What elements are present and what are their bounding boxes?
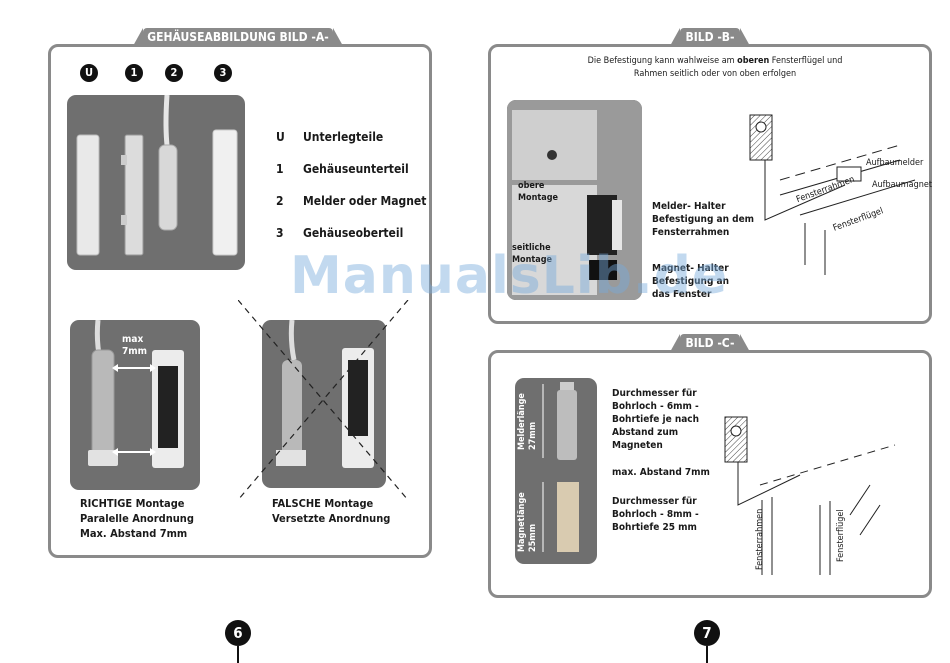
- legend-text-2: Melder oder Magnet: [303, 194, 427, 208]
- wrong-mounting-photo: [262, 320, 386, 488]
- sensor-dimensions-photo: [515, 378, 597, 564]
- melder-halter-label: Melder- Halter Befestigung an dem Fenste…: [652, 201, 755, 238]
- legend-text-u: Unterlegteile: [303, 130, 384, 144]
- page-number-6: 6: [225, 620, 251, 646]
- bild-b-intro-line-2: Rahmen seitlich oder von oben erfolgen: [633, 69, 797, 79]
- correct-caption-line-2: Paralelle Anordnung: [80, 512, 194, 525]
- window-mount-photo: [507, 100, 642, 300]
- bild-b-intro: Die Befestigung kann wahlweise am oberen…: [520, 55, 910, 81]
- wrong-mounting-illustration: [276, 320, 374, 468]
- bild-b-intro-line-1: Die Befestigung kann wahlweise am oberen…: [587, 56, 843, 66]
- magnet-halter-label: Magnet- Halter Befestigung an das Fenste…: [652, 263, 730, 300]
- label-seitliche-montage: seitliche Montage: [512, 243, 553, 265]
- parts-photo: [67, 95, 245, 270]
- wrong-caption-line-1: FALSCHE Montage: [272, 497, 374, 510]
- legend-key-2: 2: [276, 194, 284, 208]
- correct-mounting-illustration: [88, 320, 184, 468]
- window-drawing-b: [749, 114, 916, 275]
- page-number-7: 7: [694, 620, 720, 646]
- legend-key-u: U: [276, 130, 285, 144]
- label-aufbaumelder: Aufbaumelder: [866, 158, 924, 168]
- marker-3: 3: [214, 64, 232, 82]
- melder-bohrloch-text: Durchmesser für Bohrloch - 6mm - Bohrtie…: [612, 388, 700, 451]
- measure-label-max: max: [122, 334, 144, 345]
- wrong-caption-line-2: Versetzte Anordnung: [272, 512, 391, 525]
- label-fensterrahmen-c: Fensterrahmen: [755, 508, 765, 570]
- label-magnetlaenge: Magnetlänge 25mm: [517, 492, 538, 552]
- legend-key-3: 3: [276, 226, 284, 240]
- watermark-text: ManualsLib.de: [290, 246, 729, 306]
- marker-1: 1: [125, 64, 143, 82]
- max-abstand-text: max. Abstand 7mm: [612, 467, 710, 478]
- measure-label-7mm: 7mm: [122, 346, 148, 357]
- window-drawing-c: [724, 416, 896, 575]
- magnet-bohrloch-text: Durchmesser für Bohrloch - 8mm - Bohrtie…: [612, 496, 699, 533]
- marker-u: U: [80, 64, 98, 82]
- correct-caption-line-1: RICHTIGE Montage: [80, 497, 185, 510]
- correct-caption: RICHTIGE Montage Paralelle Anordnung Max…: [80, 496, 194, 541]
- marker-2: 2: [165, 64, 183, 82]
- label-obere-montage: obere Montage: [518, 181, 559, 203]
- page-number-stem-left: [237, 646, 239, 663]
- legend-text-3: Gehäuseoberteil: [303, 226, 404, 240]
- page-number-stem-right: [706, 646, 708, 663]
- legend-text-1: Gehäuseunterteil: [303, 162, 409, 176]
- wrong-caption: FALSCHE Montage Versetzte Anordnung: [272, 496, 390, 526]
- label-fensterfluegel-c: Fensterflügel: [836, 509, 846, 562]
- sensor-dimensions-illustration: [542, 382, 579, 552]
- window-mount-illustration: [507, 100, 642, 300]
- label-aufbaumagnet: Aufbaumagnet: [872, 180, 933, 190]
- parts-illustration: [76, 95, 238, 256]
- tab-bild-c: BILD -C-: [670, 334, 750, 352]
- label-melderlaenge: Melderlänge 27mm: [517, 393, 538, 450]
- tab-bild-a: GEHÄUSEABBILDUNG BILD -A-: [133, 28, 343, 46]
- tab-bild-b: BILD -B-: [670, 28, 750, 46]
- correct-mounting-photo: [70, 320, 200, 490]
- legend-key-1: 1: [276, 162, 284, 176]
- correct-caption-line-3: Max. Abstand 7mm: [80, 527, 188, 540]
